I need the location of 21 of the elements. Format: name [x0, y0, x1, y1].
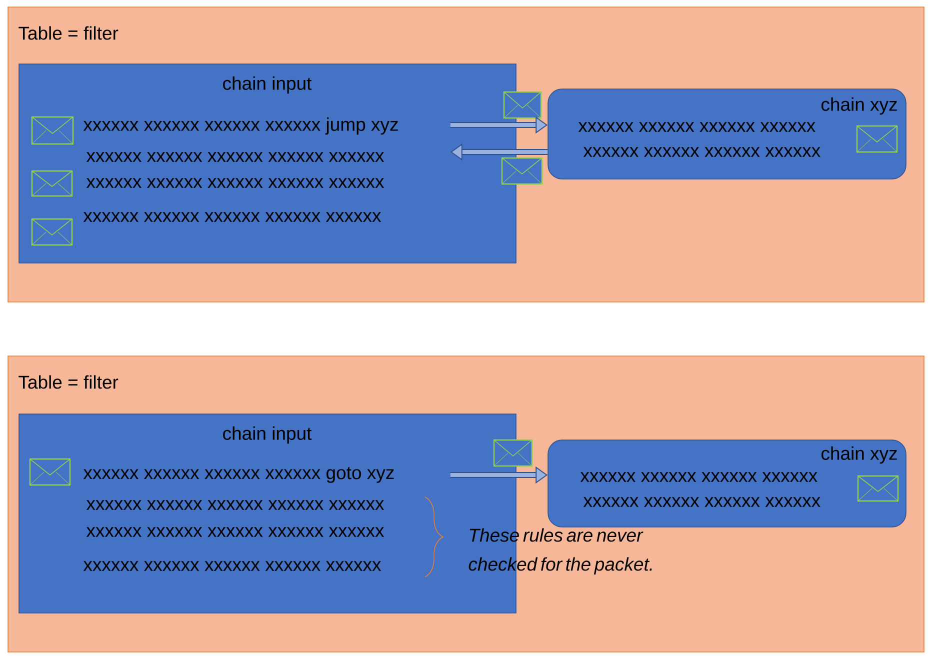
rule-text: chain input: [223, 426, 312, 444]
rule-text: xxxxxx xxxxxx xxxxxx xxxxxx: [583, 497, 820, 507]
rule-text: xxxxxx xxxxxx xxxxxx xxxxxx: [578, 122, 816, 132]
rule-text: xxxxxx xxxxxx xxxxxx xxxxxx xxxxxx: [86, 152, 384, 162]
panel-title: Table = filter: [18, 26, 118, 40]
rule-text: xxxxxx xxxxxx xxxxxx xxxxxx xxxxxx: [83, 561, 382, 571]
rule-text: xxxxxx xxxxxx xxxxxx xxxxxx jump xyz: [83, 117, 398, 135]
panel-title: Table = filter: [18, 375, 118, 389]
rule-text: chain input: [223, 76, 312, 94]
rule-text: xxxxxx xxxxxx xxxxxx xxxxxx: [583, 147, 820, 157]
rule-text: xxxxxx xxxxxx xxxxxx xxxxxx: [580, 472, 818, 482]
rule-text: xxxxxx xxxxxx xxxxxx xxxxxx xxxxxx: [86, 500, 384, 510]
rule-text: xxxxxx xxxxxx xxxxxx xxxxxx xxxxxx: [83, 212, 382, 222]
rule-text: chain xyz: [821, 446, 897, 464]
chain-box: [548, 440, 906, 528]
chain-box: [18, 64, 516, 264]
rule-text: xxxxxx xxxxxx xxxxxx xxxxxx goto xyz: [83, 467, 394, 483]
rule-text: chain xyz: [821, 97, 897, 115]
chain-box: [548, 88, 906, 180]
rule-text: xxxxxx xxxxxx xxxxxx xxxxxx xxxxxx: [86, 527, 384, 537]
rule-text: xxxxxx xxxxxx xxxxxx xxxxxx xxxxxx: [86, 178, 384, 188]
